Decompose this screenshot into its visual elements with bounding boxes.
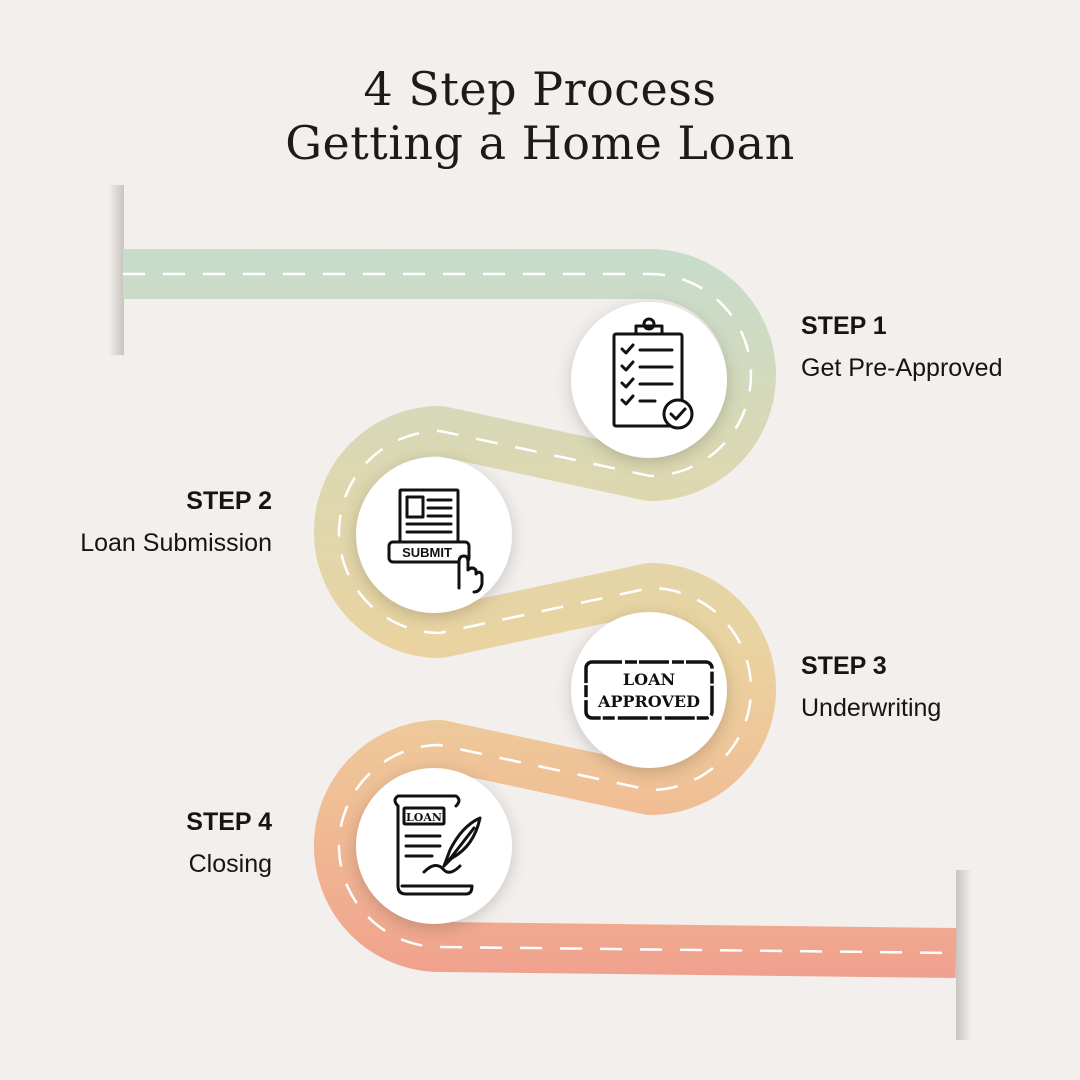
step-2-name: Loan Submission <box>80 529 272 557</box>
step-3-caption: STEP 3 Underwriting <box>801 651 941 723</box>
step-3-name: Underwriting <box>801 694 942 722</box>
step-4-icon-badge: LOAN <box>356 768 512 924</box>
step-1-name: Get Pre-Approved <box>801 354 1003 382</box>
step-3-icon-badge: LOAN APPROVED <box>571 612 727 768</box>
page-title: 4 Step Process Getting a Home Loan <box>0 62 1080 170</box>
title-line-2: Getting a Home Loan <box>285 116 795 170</box>
step-3-label: STEP 3 <box>801 652 887 680</box>
road-end-shade <box>956 870 972 1040</box>
scroll-icon-text: LOAN <box>406 811 442 824</box>
step-4-name: Closing <box>188 850 272 878</box>
step-4-label: STEP 4 <box>186 808 272 836</box>
submit-form-icon <box>387 488 484 594</box>
loan-scroll-quill-icon <box>393 794 482 896</box>
step-2-caption: STEP 2 Loan Submission <box>80 486 272 558</box>
step-1-label: STEP 1 <box>801 312 887 340</box>
loan-approved-stamp-icon: LOAN APPROVED <box>584 660 714 720</box>
road-start-shade <box>108 185 124 355</box>
stamp-line-2: APPROVED <box>597 692 700 711</box>
step-4-caption: STEP 4 Closing <box>186 807 272 879</box>
stamp-line-1: LOAN <box>623 670 675 689</box>
road-center-dashes <box>123 272 957 955</box>
clipboard-checklist-icon <box>612 317 694 430</box>
step-1-caption: STEP 1 Get Pre-Approved <box>801 311 1003 383</box>
title-line-1: 4 Step Process <box>363 62 717 116</box>
submit-icon-text: SUBMIT <box>402 545 452 560</box>
step-2-icon-badge: SUBMIT <box>356 457 512 613</box>
step-1-icon-badge <box>571 302 727 458</box>
step-2-label: STEP 2 <box>186 487 272 515</box>
